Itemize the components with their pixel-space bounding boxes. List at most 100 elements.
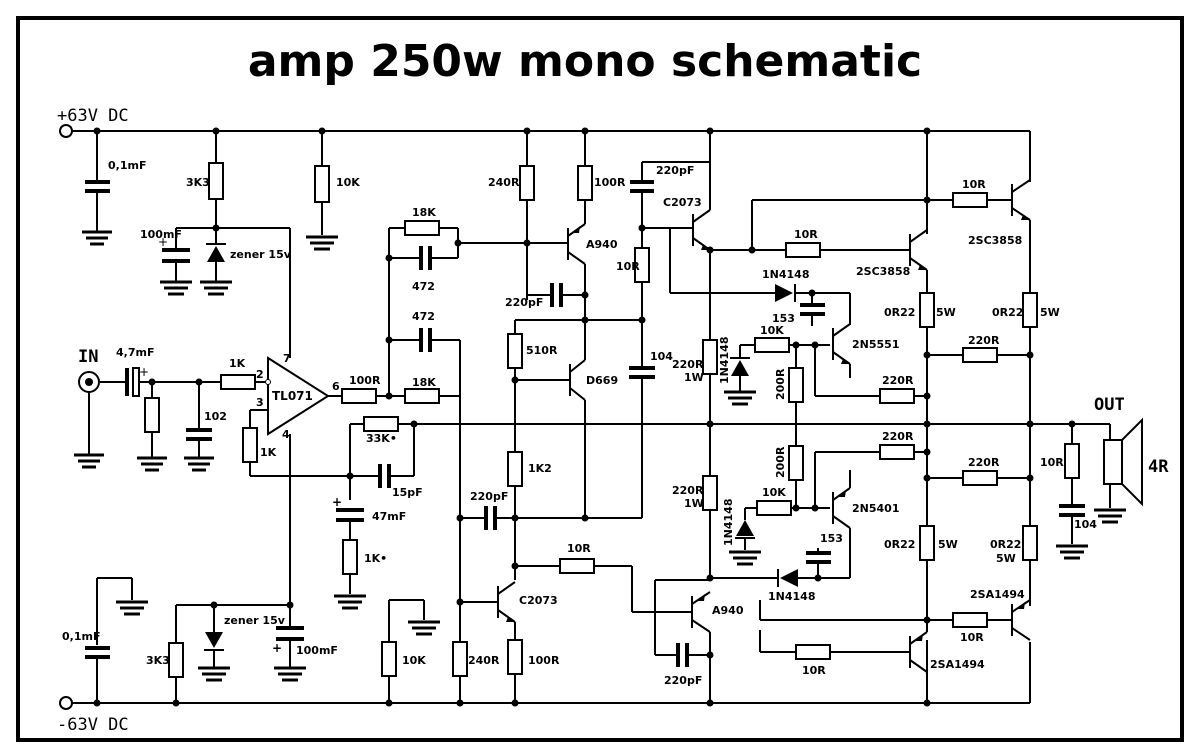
transistor-d669-label: D669: [586, 374, 618, 387]
diode-1n4148-a-label: 1N4148: [762, 268, 809, 281]
transistor-c2073-bot-label: C2073: [519, 594, 558, 607]
zener-bot: [198, 605, 230, 682]
cap-4-7mf: +: [125, 365, 221, 397]
resistor-100r-top-label: 100R: [594, 176, 626, 189]
resistor-220r-1w-top: [702, 339, 718, 476]
cap-220pf-b: [460, 506, 585, 530]
diode-1n4148-d: [710, 569, 850, 587]
transistor-2sc3858-a: [909, 229, 928, 293]
diode-1n4148-d-label: 1N4148: [768, 590, 815, 603]
resistor-0r22-a-watt: 5W: [936, 306, 956, 319]
zener-top: [200, 228, 232, 296]
transistor-c2073-top-label: C2073: [663, 196, 702, 209]
resistor-200r-a-label: 200R: [774, 368, 787, 400]
cap-220pf-a: [527, 283, 585, 307]
resistor-10r-bot-series: [515, 558, 692, 613]
resistor-0r22-a: [919, 292, 935, 424]
resistor-3k3-bot: [168, 604, 290, 703]
transistor-a940-bot: [691, 591, 711, 703]
resistor-10k-b: [381, 599, 440, 703]
load-label: 4R: [1148, 457, 1169, 477]
cap-220pf-c: [630, 161, 710, 248]
resistor-33k: [349, 416, 1110, 500]
resistor-1k-pin3-label: 1K: [260, 446, 277, 459]
resistor-240r-bot-label: 240R: [468, 654, 500, 667]
diode-1n4148-c: [729, 508, 761, 566]
resistor-1k-gnd-label: 1K•: [364, 552, 387, 565]
cap-220pf-d-label: 220pF: [664, 674, 702, 687]
resistor-10r-vas-label: 10R: [616, 260, 640, 273]
resistor-3k3-bot-label: 3K3: [146, 654, 170, 667]
resistor-220r-1w-top-sub: 1W: [684, 371, 704, 384]
cap-100mf-bot: +: [272, 605, 306, 682]
resistor-0r22-c-label: 0R22: [884, 538, 915, 551]
resistor-3k3-top-label: 3K3: [186, 176, 210, 189]
svg-text:+: +: [158, 235, 168, 249]
resistor-1k-input-label: 1K: [229, 357, 246, 370]
cap-100mf-bot-label: 100mF: [296, 644, 338, 657]
resistor-33k-label: 33K•: [366, 432, 397, 445]
cap-104-vas-label: 104: [650, 350, 673, 363]
transistor-a940-bot-label: A940: [712, 604, 744, 617]
cap-472-a: [389, 246, 458, 270]
resistor-100r-bot: [507, 639, 523, 703]
resistor-18k-a: [389, 220, 458, 236]
transistor-2sa1494-b-label: 2SA1494: [930, 658, 985, 671]
resistor-220r-a: [927, 347, 1030, 363]
cap-47mf-label: 47mF: [372, 510, 406, 523]
resistor-10k-a: [306, 131, 338, 251]
transistor-2n5401: [832, 470, 851, 578]
resistor-10k-b-label: 10K: [402, 654, 426, 667]
resistor-220r-a-label: 220R: [968, 334, 1000, 347]
resistor-510r: [507, 320, 523, 452]
cap-supply-top-label: 0,1mF: [108, 159, 146, 172]
neg-rail-label: -63V DC: [57, 715, 129, 735]
transistor-c2073-top: [642, 131, 711, 340]
transistor-2sa1494-a: [1011, 599, 1031, 641]
resistor-10r-zobel: [1064, 424, 1080, 504]
cap-220pf-b-label: 220pF: [470, 490, 508, 503]
diode-1n4148-c-label: 1N4148: [722, 499, 735, 546]
cap-153-b: [806, 548, 831, 578]
transistor-2sc3858-b-label: 2SC3858: [968, 234, 1022, 247]
cap-102: [184, 382, 214, 472]
speaker-icon: [1094, 417, 1143, 524]
resistor-1k-gnd: [334, 539, 366, 610]
resistor-10k-a-label: 10K: [336, 176, 360, 189]
transistor-c2073-bot: [460, 581, 516, 640]
neg-rail-terminal: [59, 696, 73, 710]
cap-supply-top: [82, 131, 112, 246]
zener-top-label: zener 15v: [230, 248, 292, 261]
resistor-220r-1w-bot: [702, 475, 718, 580]
opamp-pin7: 7: [283, 352, 291, 365]
input-label: IN: [78, 347, 98, 367]
resistor-10r-bias-bot: [759, 630, 910, 660]
resistor-200r-a: [788, 345, 804, 446]
resistor-220r-d-label: 220R: [968, 456, 1000, 469]
resistor-240r-top-label: 240R: [488, 176, 520, 189]
resistor-10r-bot-series-label: 10R: [567, 542, 591, 555]
cap-47mf: +: [332, 495, 364, 540]
resistor-220r-c-label: 220R: [882, 430, 914, 443]
resistor-18k-b-label: 18K: [412, 376, 436, 389]
cap-153-a-label: 153: [772, 312, 795, 325]
resistor-200r-b-label: 200R: [774, 446, 787, 478]
transistor-2sa1494-a-label: 2SA1494: [970, 588, 1025, 601]
resistor-10k-bias-bot-label: 10K: [762, 486, 786, 499]
transistor-2n5551: [832, 323, 851, 378]
zener-bot-label: zener 15v: [224, 614, 286, 627]
cap-supply-bot-label: 0,1mF: [62, 630, 100, 643]
opamp-pin4: 4: [282, 428, 290, 441]
cap-104-vas: [585, 320, 655, 519]
resistor-0r22-b: [1022, 292, 1038, 424]
cap-220pf-c-label: 220pF: [656, 164, 694, 177]
cap-472-b: [389, 328, 461, 420]
resistor-220r-1w-bot-label: 220R: [672, 484, 704, 497]
resistor-1k-pin3: [242, 427, 350, 477]
transistor-2sa1494-b: [909, 605, 928, 703]
resistor-220r-b-label: 220R: [882, 374, 914, 387]
opamp-pin2: 2: [256, 368, 264, 381]
cap-104-zobel: [1056, 504, 1088, 560]
resistor-0r22-c-watt: 5W: [938, 538, 958, 551]
